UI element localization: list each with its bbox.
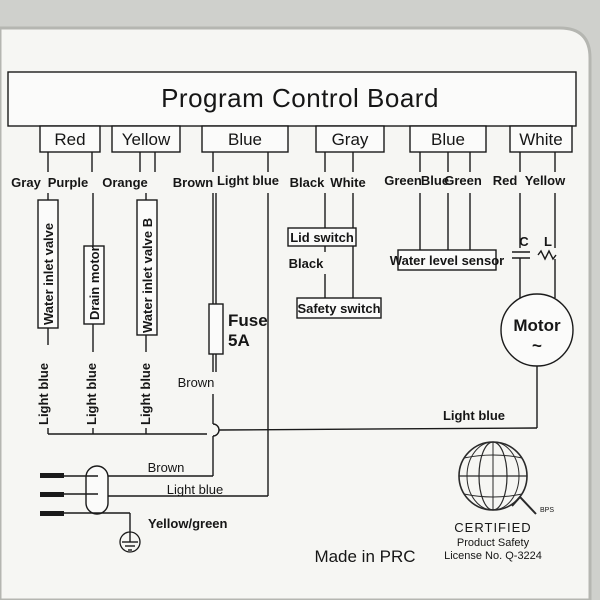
board-title: Program Control Board [161, 83, 439, 113]
plug-prong-icon [40, 511, 64, 516]
water-level-sensor-box [397, 249, 497, 271]
wire-label-purple: Purple [48, 175, 88, 190]
lid-switch-label: Lid switch [290, 230, 354, 245]
capacitor-l-label: L [544, 234, 552, 249]
license-number-label: License No. Q-3224 [444, 550, 542, 562]
fuse-box [208, 303, 224, 355]
drain-motor-box [83, 245, 105, 325]
inductor-icon [537, 249, 557, 261]
wire-label-black-lid: Black [289, 256, 324, 271]
terminal-yellow-label: Yellow [122, 130, 171, 149]
wire-label-red: Red [493, 173, 518, 188]
water-inlet-valve-label: Water inlet valve [41, 223, 56, 325]
wire-label-light-blue-bottom: Light blue [167, 482, 223, 497]
motor-ac-symbol: ~ [532, 336, 542, 355]
wire-label-orange: Orange [102, 175, 148, 190]
program-control-board-box [7, 71, 577, 127]
wire-label-light-blue-top: Light blue [217, 173, 279, 188]
wire-label-green-2: Green [444, 173, 482, 188]
terminal-gray [315, 125, 385, 153]
terminal-red [39, 125, 101, 153]
ground-icon [119, 531, 141, 553]
product-safety-label: Product Safety [457, 537, 530, 549]
label-sticker [0, 26, 592, 600]
terminal-white [509, 125, 573, 153]
light-blue-label-3: Light blue [138, 363, 153, 425]
terminal-yellow [111, 125, 181, 153]
globe-certification-icon [458, 441, 537, 515]
water-inlet-valve-b-box [136, 199, 158, 336]
fuse-label: Fuse [228, 311, 268, 330]
safety-switch-label: Safety switch [297, 301, 380, 316]
safety-switch-box [296, 297, 382, 319]
wire-label-gray: Gray [11, 175, 41, 190]
wire-label-white: White [330, 175, 365, 190]
fuse-rating: 5A [228, 331, 250, 350]
motor-label: Motor [513, 316, 561, 335]
wire-label-black: Black [290, 175, 325, 190]
drain-motor-label: Drain motor [87, 246, 102, 320]
plug-prong-icon [40, 492, 64, 497]
wire-label-light-blue-bus: Light blue [443, 408, 505, 423]
terminal-blue-2 [409, 125, 487, 153]
water-inlet-valve-b-label: Water inlet valve B [140, 218, 155, 333]
terminal-blue-1-label: Blue [228, 130, 262, 149]
certified-label: CERTIFIED [454, 520, 531, 535]
wire-label-brown-mid: Brown [178, 375, 215, 390]
light-blue-label-1: Light blue [36, 363, 51, 425]
wire-label-brown-top: Brown [173, 175, 214, 190]
made-in-label: Made in PRC [314, 547, 415, 566]
terminal-blue-2-label: Blue [431, 130, 465, 149]
bps-mark: BPS [540, 507, 554, 514]
wire-label-yellow: Yellow [525, 173, 566, 188]
wire-label-blue-sensor: Blue [421, 173, 449, 188]
power-plug-icon [85, 465, 109, 515]
wire-label-green-1: Green [384, 173, 422, 188]
terminal-gray-label: Gray [332, 130, 369, 149]
wire-label-yellow-green: Yellow/green [148, 516, 228, 531]
light-blue-label-2: Light blue [84, 363, 99, 425]
water-level-sensor-label: Water level sensor [390, 253, 504, 268]
terminal-blue-1 [201, 125, 289, 153]
wire-label-brown-bottom: Brown [148, 460, 185, 475]
terminal-red-label: Red [54, 130, 85, 149]
terminal-white-label: White [519, 130, 562, 149]
lid-switch-box [287, 227, 357, 247]
capacitor-c-label: C [519, 234, 529, 249]
plug-prong-icon [40, 473, 64, 478]
